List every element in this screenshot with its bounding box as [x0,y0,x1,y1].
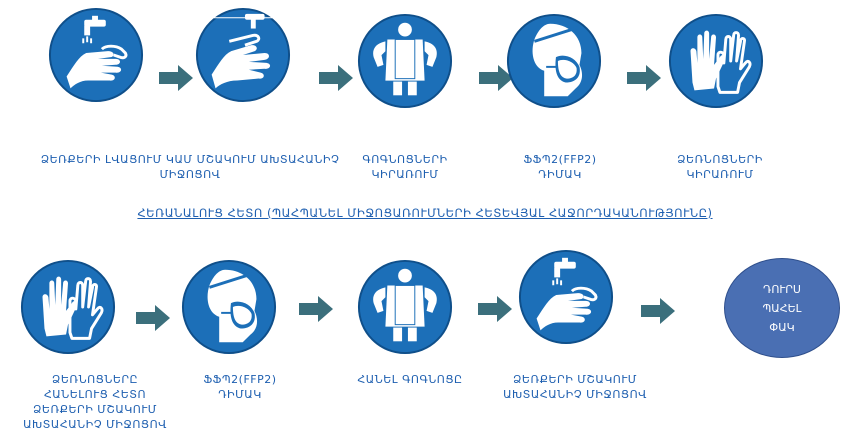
arrow-right-icon [640,296,676,326]
removal-order-note: ՀԵՌԱՆԱԼՈՒՑ ՀԵՏՈ (ՊԱՀՊԱՆԵԼ ՄԻՋՈՑԱՌՈՒՄՆԵՐԻ… [137,206,713,220]
step-caption-gloves-removal: ՁԵՌՆՈՑՆԵՐԸ ՀԱՆԵԼՈՒՑ ՀԵՏՈ ՁԵՌՔԵՐԻ ՄՇԱԿՈՒՄ… [23,373,167,431]
protective-gown-icon [356,258,454,356]
arrow-right-icon [477,294,513,324]
ffp2-mask-icon [505,12,603,110]
step-caption-wash: ՁԵՌՔԵՐԻ ԼՎԱՑՈՒՄ ԿԱՄ ՄՇԱԿՈՒՄ ԱԽՏԱՀԱՆԻՉ ՄԻ… [40,153,340,181]
gloves-icon [667,12,765,110]
step-caption-disinfect: ՁԵՌՔԵՐԻ ՄՇԱԿՈՒՄ ԱԽՏԱՀԱՆԻՉ ՄԻՋՈՑՈՎ [503,373,647,401]
step-caption-mask: ՖՖՊ2(FFP2) ԴԻՄԱԿ [523,153,597,181]
arrow-right-icon [135,303,171,333]
step-caption-gown: ԳՈԳՆՈՑՆԵՐԻ ԿԻՐԱՌՈՒՄ [362,153,448,181]
arrow-right-icon [626,63,662,93]
arrow-right-icon [318,63,354,93]
step-caption-mask-removal: ՖՖՊ2(FFP2) ԴԻՄԱԿ [203,373,277,401]
arrow-right-icon [158,63,194,93]
gloves-icon [19,258,117,356]
wash-hands-faucet-icon [47,6,145,104]
arrow-right-icon [298,294,334,324]
exit-keep-closed-circle: ԴՈՒՐՍ ՊԱՀԵԼ ՓԱԿ [724,258,840,358]
step-caption-gloves: ՁԵՌՆՈՑՆԵՐԻ ԿԻՐԱՌՈՒՄ [677,153,763,181]
step-caption-gown-removal: ՀԱՆԵԼ ԳՈԳՆՈՑԸ [357,373,463,386]
ffp2-mask-icon [180,258,278,356]
disinfect-hands-icon [194,6,292,104]
protective-gown-icon [356,12,454,110]
wash-hands-faucet-icon [517,248,615,346]
